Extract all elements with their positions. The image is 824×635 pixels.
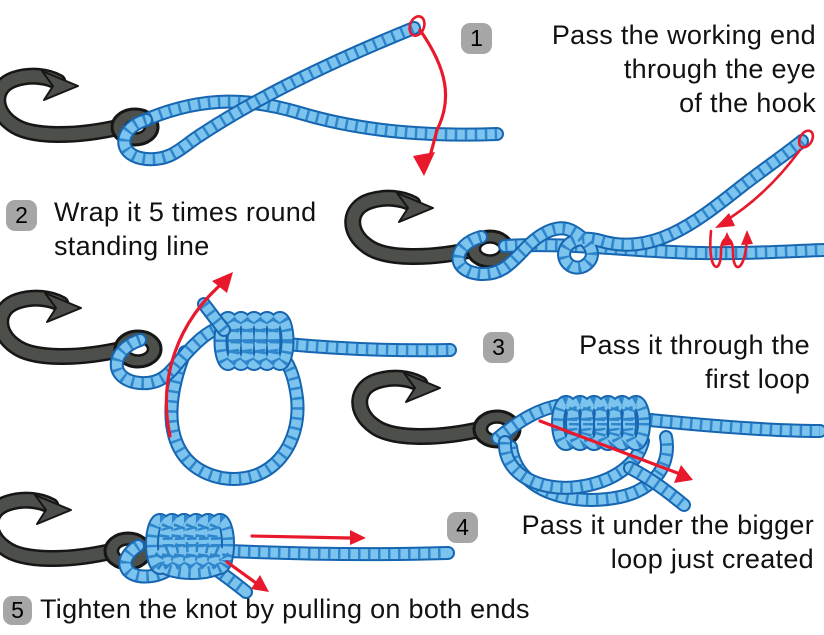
step-1-line-2: through the eye [623,54,816,84]
arrowhead-icon [715,213,735,228]
step-1-line-1: Pass the working end [551,20,816,50]
step-3-line-1: Pass it through the [579,330,810,360]
illustration-step-3 [1,272,450,479]
step-3-caption: Pass it through the first loop [579,328,810,396]
step-5-line-1: Tighten the knot by pulling on both ends [40,594,530,624]
illustration-step-1 [0,15,497,176]
step-2-line-1: Wrap it 5 times round [54,197,317,227]
step-1-badge: 1 [461,23,492,54]
arrowhead-icon [212,272,233,293]
arrowhead-icon [413,152,435,176]
step-5-caption: Tighten the knot by pulling on both ends [40,592,530,626]
braided-line [124,28,497,159]
illustration-step-2 [353,129,824,274]
illustration-step-5 [0,495,448,592]
step-4-caption: Pass it under the bigger loop just creat… [522,508,814,576]
red-direction-arrow [225,530,366,592]
red-direction-arrow [164,272,233,438]
step-3-badge: 3 [483,332,514,363]
illustration-step-4 [360,373,820,505]
step-4-line-2: loop just created [610,544,814,574]
arrowhead-icon [350,530,366,545]
step-3-line-2: first loop [704,364,810,394]
step-5-badge: 5 [3,596,32,625]
arrowhead-icon [251,575,269,592]
step-1-caption: Pass the working end through the eye of … [552,18,816,120]
step-2-line-2: standing line [54,231,210,261]
wrap-around-motion-icon [708,229,753,269]
red-direction-arrow [715,129,815,228]
working-end-tip-ring [408,15,426,37]
step-2-badge: 2 [6,200,37,231]
step-4-badge: 4 [447,512,478,543]
step-4-line-1: Pass it under the bigger [521,510,814,540]
red-direction-arrow [408,15,448,176]
braided-line [458,141,824,274]
fish-hook-icon [1,293,161,367]
fish-hook-icon [353,193,513,267]
step-1-line-3: of the hook [679,88,816,118]
red-direction-arrow [538,419,693,483]
braided-line [498,402,820,505]
arrowhead-icon [674,465,693,483]
working-end-tip-ring [797,129,815,149]
braided-line [125,520,448,592]
step-2-caption: Wrap it 5 times round standing line [54,195,316,263]
